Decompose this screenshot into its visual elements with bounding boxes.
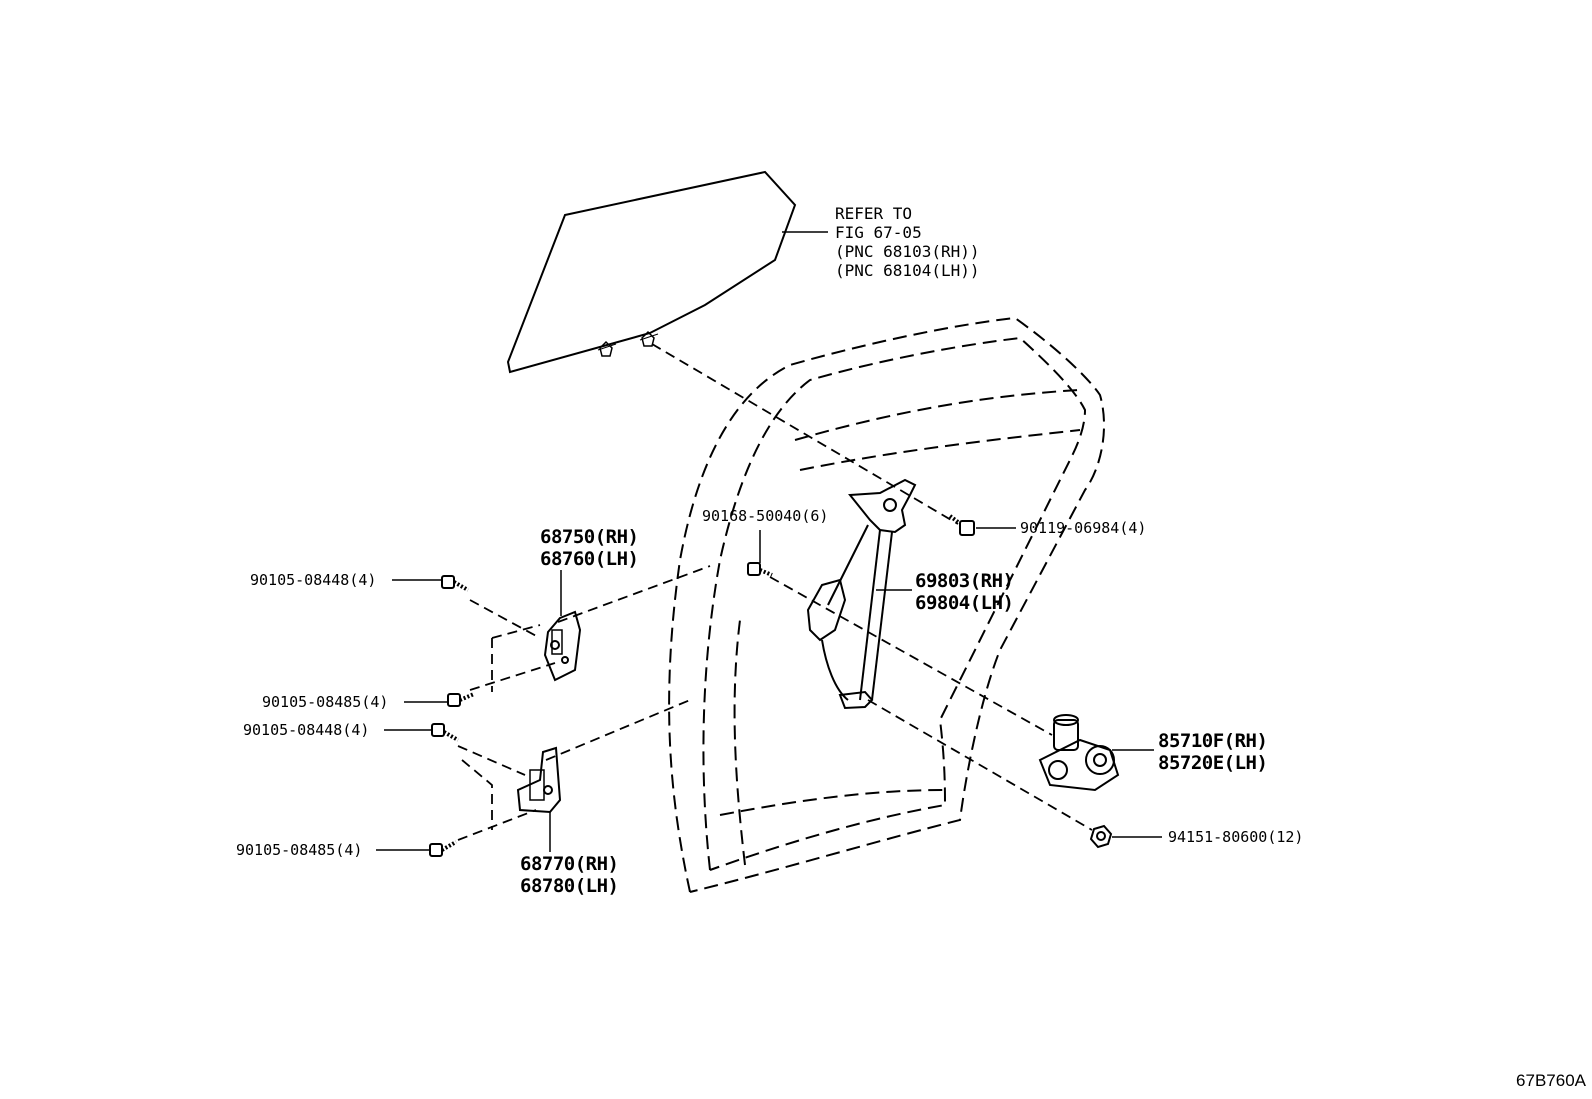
motor-label: 85710F(RH) 85720E(LH)	[1158, 730, 1268, 774]
upper-hinge	[543, 610, 582, 682]
bolt-lower-hinge-b-label: 90105-08485(4)	[236, 841, 363, 859]
glass-note-line-2: FIG 67-05	[835, 223, 922, 242]
bolt-icon-lower-hinge-a	[431, 723, 459, 742]
upper-hinge-label: 68750(RH) 68760(LH)	[540, 526, 639, 570]
lower-hinge-rh: 68770(RH)	[520, 853, 619, 875]
bolt-upper-hinge-b-label: 90105-08485(4)	[262, 693, 389, 711]
window-regulator	[806, 478, 917, 710]
figure-id: 67B760A	[1516, 1071, 1586, 1090]
assembly-lines	[457, 343, 1093, 841]
nut-motor-label: 94151-80600(12)	[1168, 828, 1304, 846]
regulator-lh: 69804(LH)	[915, 592, 1014, 614]
leader-lines	[376, 231, 1162, 852]
upper-hinge-rh: 68750(RH)	[540, 526, 639, 548]
door-frame	[668, 316, 1106, 893]
lower-hinge-label: 68770(RH) 68780(LH)	[520, 853, 619, 897]
glass-note-line-4: (PNC 68104(LH))	[835, 261, 980, 280]
motor-rh: 85710F(RH)	[1158, 730, 1268, 752]
bolt-regulator-label: 90168-50040(6)	[702, 507, 829, 525]
lower-hinge-lh: 68780(LH)	[520, 875, 619, 897]
glass-reference-note: REFER TO FIG 67-05 (PNC 68103(RH)) (PNC …	[835, 204, 980, 280]
bolt-lower-hinge-a-label: 90105-08448(4)	[243, 721, 370, 739]
bolt-icon-lower-hinge-b	[429, 840, 457, 857]
bolt-icon-upper-hinge-a	[441, 575, 469, 592]
regulator-label: 69803(RH) 69804(LH)	[915, 570, 1014, 614]
bolt-upper-hinge-a-label: 90105-08448(4)	[250, 571, 377, 589]
bolt-icon-regulator	[747, 562, 773, 577]
glass-note-line-1: REFER TO	[835, 204, 913, 223]
bolt-glass-label: 90119-06984(4)	[1020, 519, 1147, 537]
nut-icon-motor	[1089, 824, 1113, 849]
bolt-icon-glass	[948, 514, 975, 536]
door-glass	[506, 170, 797, 374]
bolt-icon-upper-hinge-b	[447, 692, 475, 707]
glass-note-line-3: (PNC 68103(RH))	[835, 242, 980, 261]
regulator-rh: 69803(RH)	[915, 570, 1014, 592]
motor-lh: 85720E(LH)	[1158, 752, 1268, 774]
upper-hinge-lh: 68760(LH)	[540, 548, 639, 570]
regulator-motor	[1038, 714, 1120, 792]
